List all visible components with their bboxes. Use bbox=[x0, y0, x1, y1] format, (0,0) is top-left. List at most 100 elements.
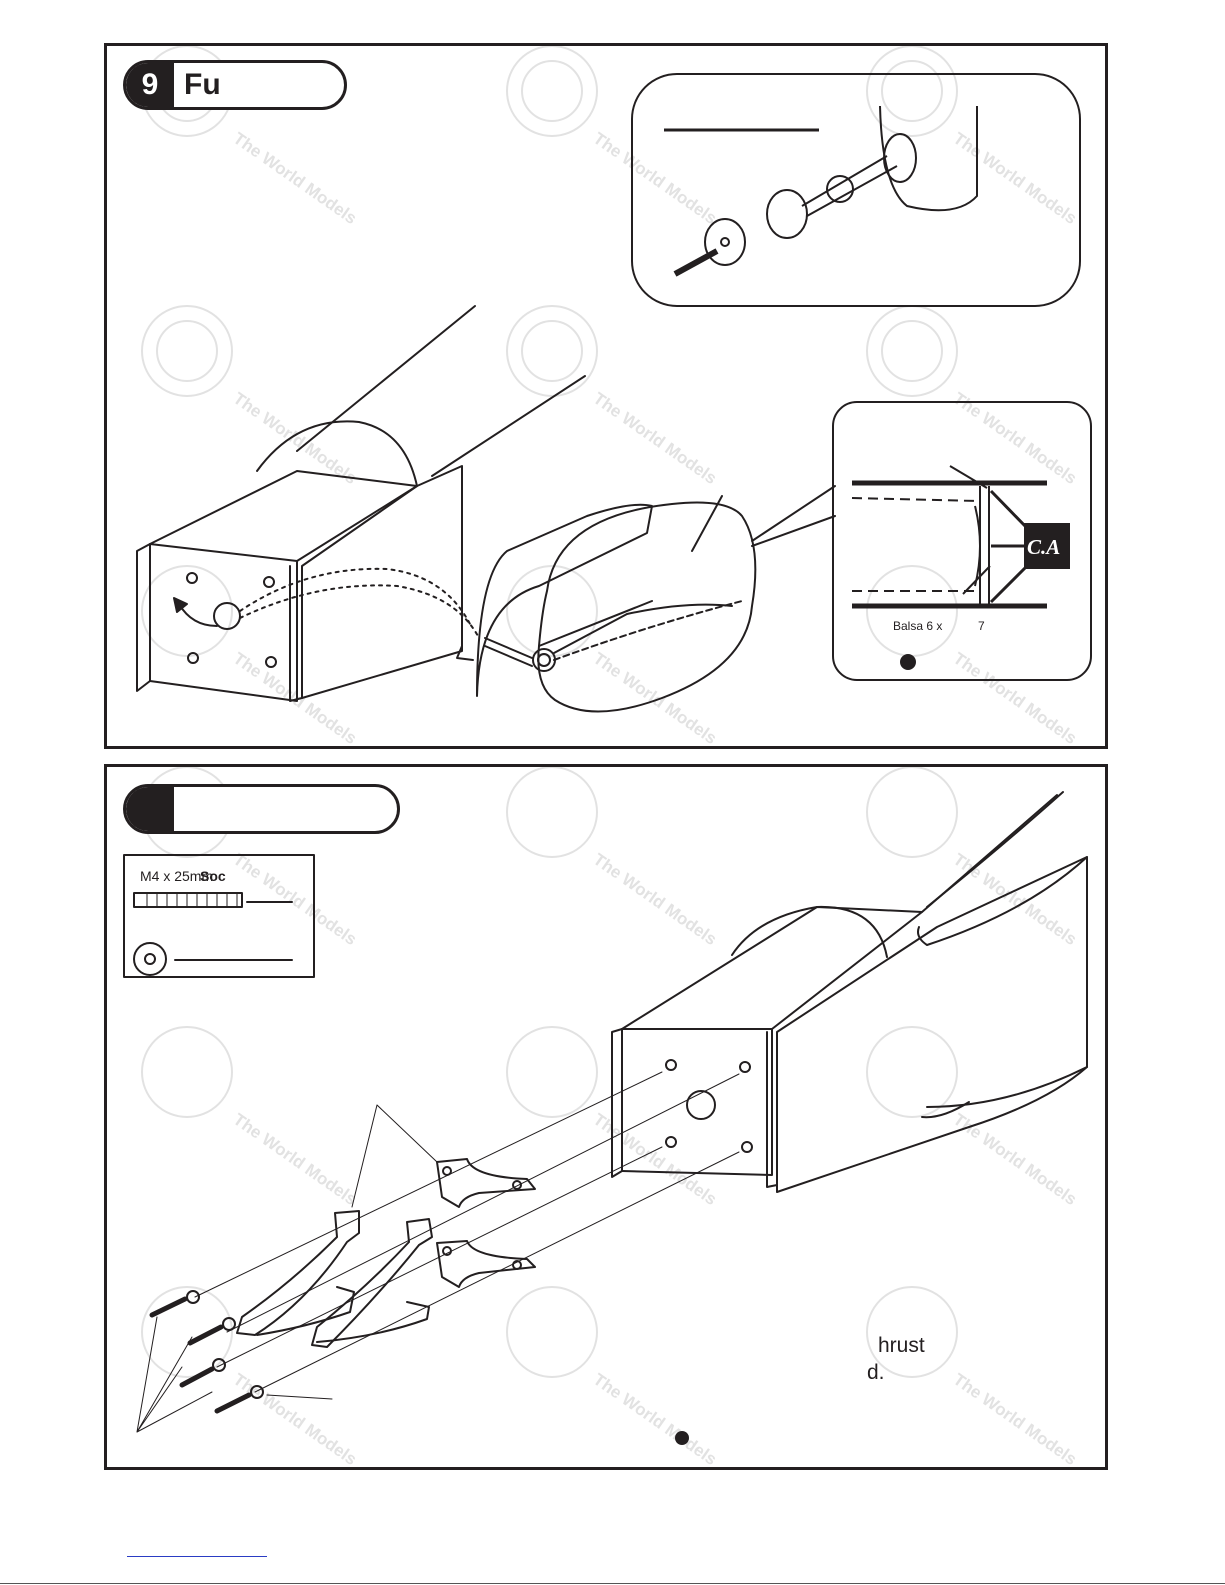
mount-hole bbox=[442, 1166, 452, 1176]
fuselage-edge bbox=[921, 794, 1058, 913]
mount-hole bbox=[187, 652, 199, 664]
watermark-text: The World Models bbox=[950, 649, 1081, 748]
step-number bbox=[126, 787, 174, 831]
fuselage-hump bbox=[731, 905, 888, 958]
screw-thread bbox=[146, 892, 238, 908]
fuselage-edge bbox=[296, 305, 476, 452]
callout-line bbox=[962, 565, 991, 595]
mount-hole bbox=[512, 1180, 522, 1190]
watermark-text: The World Models bbox=[950, 1110, 1081, 1209]
balsa-plate bbox=[979, 486, 990, 606]
tank-stopper bbox=[532, 648, 556, 672]
watermark-group bbox=[141, 767, 958, 1378]
bullet-dot bbox=[900, 654, 916, 670]
fuselage-hump bbox=[256, 420, 418, 487]
mount-hole bbox=[265, 656, 277, 668]
bullet-dot bbox=[675, 1431, 689, 1445]
watermark-text: The World Models bbox=[950, 389, 1081, 488]
routing-arrow bbox=[178, 603, 218, 627]
mount-hole bbox=[186, 572, 198, 584]
note-line-2: d. bbox=[867, 1361, 885, 1384]
tank-stopper bbox=[537, 653, 551, 667]
firewall-face bbox=[149, 543, 298, 702]
stopper-inset bbox=[631, 73, 1081, 307]
watermark-text: The World Models bbox=[950, 850, 1081, 949]
fuselage-edge bbox=[917, 856, 1088, 946]
fuselage-top bbox=[621, 906, 923, 1030]
watermark-text: The World Models bbox=[230, 1110, 361, 1209]
footer-link-underline[interactable] bbox=[127, 1556, 267, 1557]
rubber-stopper bbox=[766, 189, 808, 239]
watermark-text: The World Models bbox=[230, 129, 361, 228]
ca-box bbox=[1024, 523, 1070, 569]
balsa-inset bbox=[832, 401, 1092, 681]
tank-line bbox=[538, 600, 653, 647]
callout-line bbox=[351, 1104, 438, 1208]
mount-screw bbox=[187, 1324, 224, 1346]
mount-hole bbox=[665, 1136, 677, 1148]
fuselage-detail bbox=[921, 1101, 970, 1119]
watermark-text: The World Models bbox=[230, 649, 361, 748]
hardware-box bbox=[123, 854, 315, 978]
step-9-panel: The World Models The World Models The Wo… bbox=[104, 43, 1108, 749]
mount-beam bbox=[311, 1218, 433, 1348]
washer-icon bbox=[133, 942, 167, 976]
fuel-line-dotted bbox=[239, 567, 473, 629]
clunk-line bbox=[553, 600, 743, 661]
washer bbox=[250, 1385, 264, 1399]
callout-line bbox=[136, 1316, 213, 1433]
mount-hole bbox=[741, 1141, 753, 1153]
watermark-text: The World Models bbox=[230, 850, 361, 949]
mount-screw bbox=[149, 1296, 188, 1318]
plate-hole bbox=[720, 237, 730, 247]
alignment-line bbox=[194, 1071, 740, 1393]
fuselage-edge bbox=[431, 375, 586, 477]
washer bbox=[186, 1290, 200, 1304]
metal-plate bbox=[826, 175, 854, 203]
balsa-fill bbox=[974, 505, 981, 587]
fuel-tank bbox=[537, 501, 757, 713]
step-title: Fu bbox=[184, 68, 221, 101]
balsa-size-label: Balsa 6 x bbox=[893, 619, 942, 633]
glue-arrows bbox=[989, 489, 1029, 604]
watermark-text: The World Models bbox=[590, 1370, 721, 1469]
arrow-head bbox=[173, 597, 188, 613]
watermark-group bbox=[141, 46, 958, 657]
mount-screw bbox=[179, 1366, 215, 1388]
watermark-text: The World Models bbox=[590, 389, 721, 488]
mount-hole bbox=[263, 576, 275, 588]
mount-beam bbox=[316, 1301, 430, 1343]
mount-beam bbox=[236, 1210, 360, 1336]
callout-wedge bbox=[751, 485, 836, 547]
firewall-edge bbox=[289, 565, 303, 702]
firewall-side bbox=[611, 1028, 623, 1178]
screw-size-label: M4 x 25mm bbox=[140, 868, 213, 884]
tank-callout-line bbox=[691, 495, 723, 552]
watermark-text: The World Models bbox=[230, 389, 361, 488]
mount-hole bbox=[739, 1061, 751, 1073]
callout-line bbox=[949, 465, 988, 489]
engine-mount bbox=[436, 1158, 536, 1208]
callout-line bbox=[266, 1394, 333, 1400]
watermark-text: The World Models bbox=[590, 850, 721, 949]
watermark-text: The World Models bbox=[950, 1370, 1081, 1469]
fuselage-notch bbox=[456, 645, 474, 661]
tank-opening bbox=[883, 133, 917, 183]
hidden-edge bbox=[851, 497, 978, 592]
fuselage-edge bbox=[926, 1066, 1088, 1108]
firewall-edge bbox=[766, 1031, 778, 1188]
ca-label: C.A bbox=[1027, 535, 1060, 559]
watermark-text: The World Models bbox=[950, 129, 1081, 228]
fuel-tube bbox=[484, 603, 733, 667]
mount-hole bbox=[442, 1246, 452, 1256]
screw-type-label: Soc bbox=[200, 868, 226, 884]
washer bbox=[222, 1317, 236, 1331]
mount-beam bbox=[256, 1286, 355, 1336]
stopper-screw bbox=[673, 248, 719, 277]
fuel-line-dotted bbox=[239, 584, 480, 639]
step-9-illustration: The World Models The World Models The Wo… bbox=[136, 46, 1092, 748]
fuel-line-hole bbox=[686, 1090, 716, 1120]
firewall-side bbox=[136, 543, 151, 692]
socket-screw bbox=[133, 892, 243, 908]
step-10-panel: The World Models The World Models The Wo… bbox=[104, 764, 1108, 1470]
